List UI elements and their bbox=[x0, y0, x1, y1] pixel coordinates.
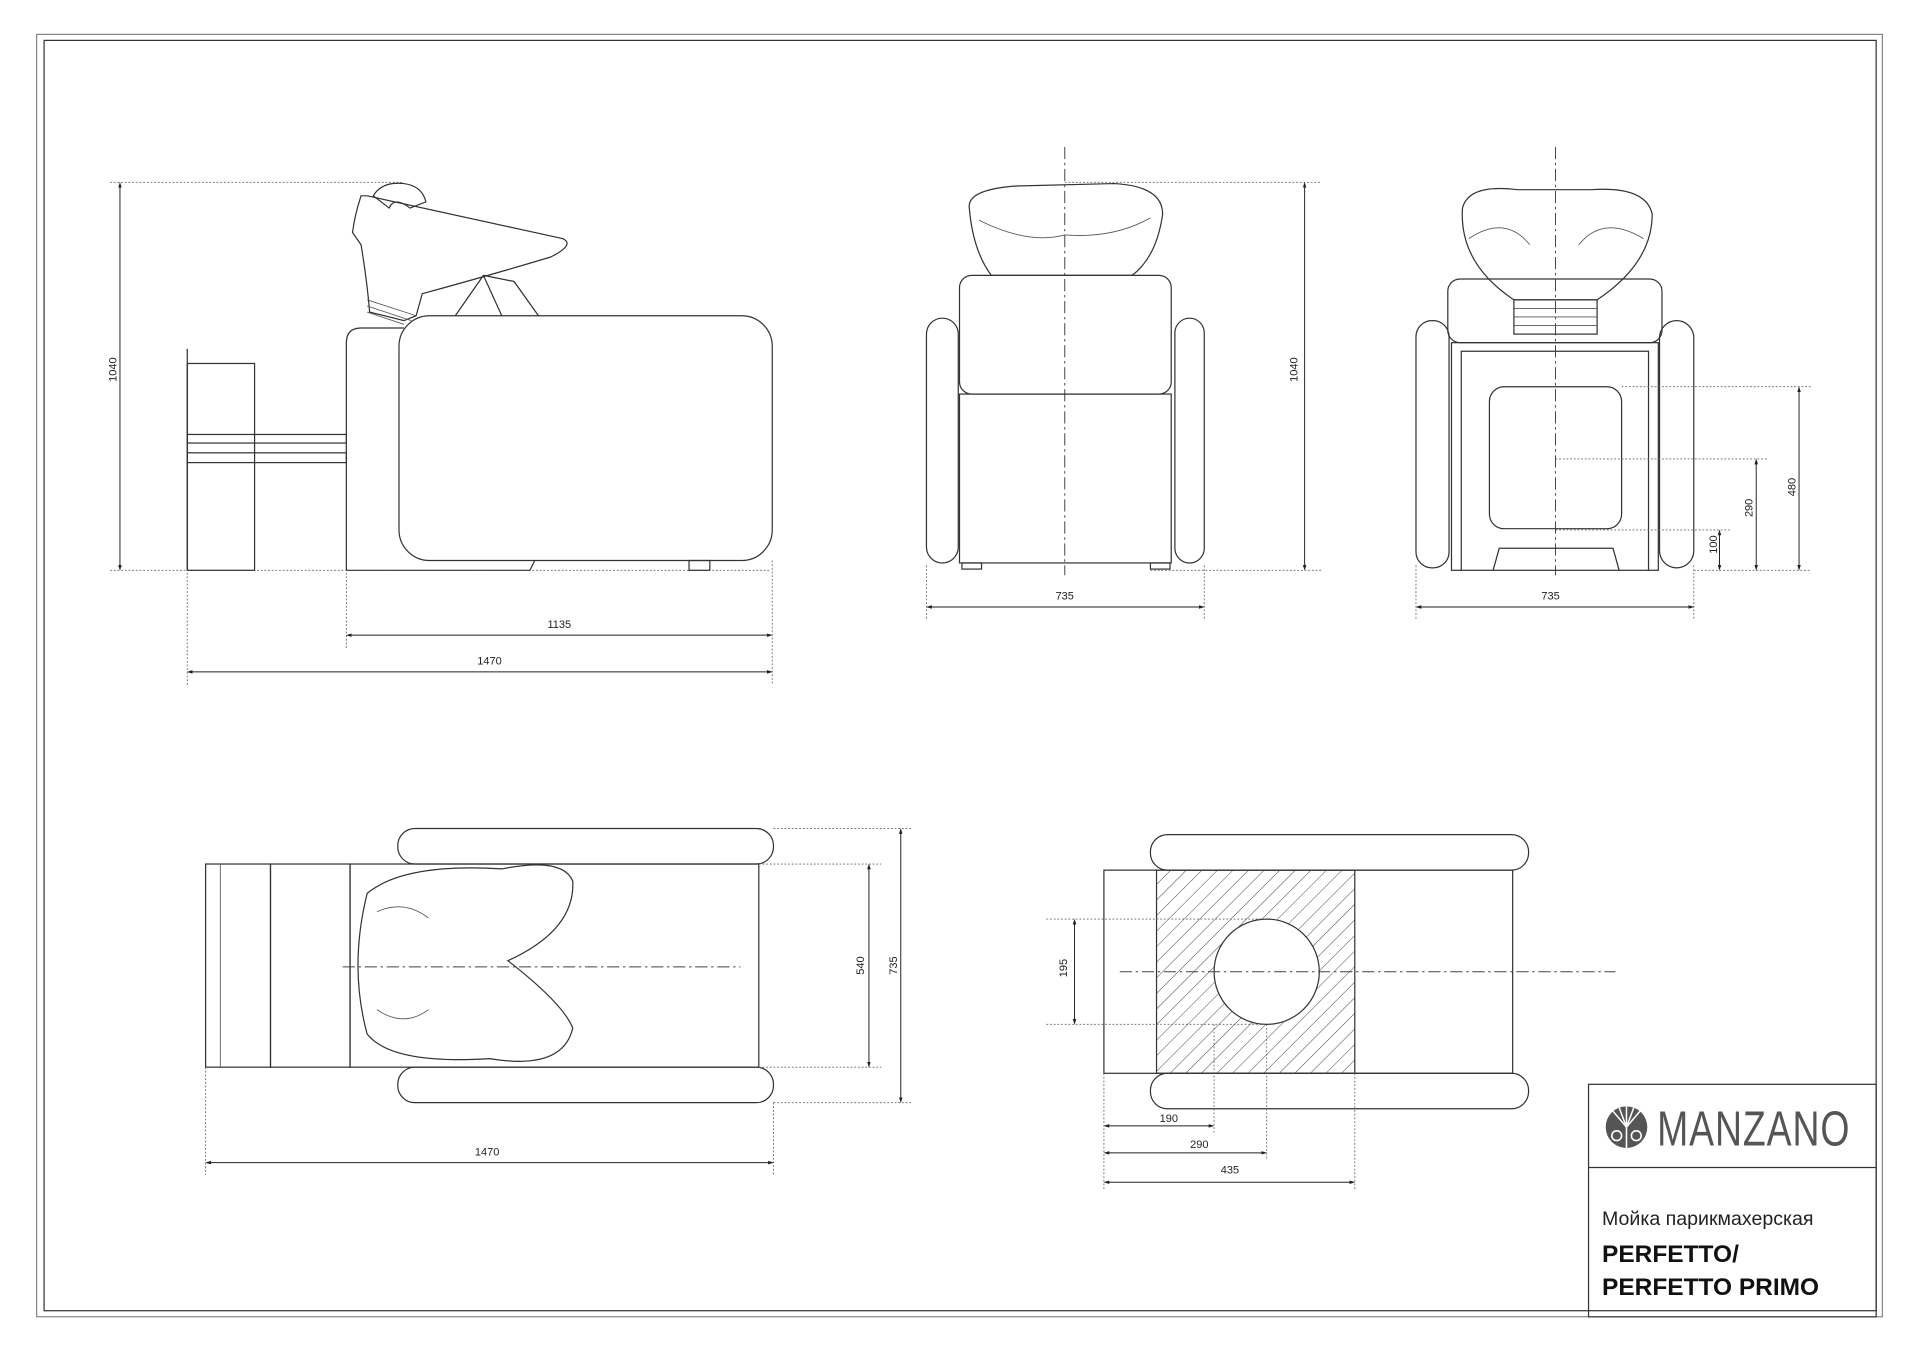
seat-top bbox=[349, 863, 760, 1068]
dim-195-label: 195 bbox=[1058, 959, 1070, 977]
dim-290-label: 290 bbox=[1744, 499, 1756, 517]
footrest-panel bbox=[186, 362, 256, 571]
front-height-label: 1040 bbox=[1288, 357, 1300, 381]
dim-480-label: 480 bbox=[1786, 478, 1798, 496]
product-title-line1: PERFETTO/ bbox=[1602, 1241, 1739, 1268]
back-width-label: 735 bbox=[1541, 591, 1559, 603]
inner-border bbox=[43, 39, 1877, 1312]
dim-435-label: 435 bbox=[1221, 1165, 1239, 1177]
top-outer-width-label: 735 bbox=[888, 956, 900, 974]
dim-290-floor-label: 290 bbox=[1190, 1139, 1208, 1151]
wash-bowl-front bbox=[968, 182, 1164, 276]
dim-100-label: 100 bbox=[1708, 535, 1720, 553]
back-access-panel bbox=[1488, 386, 1623, 530]
side-view: 1040 1135 1470 bbox=[107, 181, 773, 686]
wash-bowl-top bbox=[357, 864, 574, 1062]
product-subtitle: Мойка парикмахерская bbox=[1602, 1208, 1814, 1230]
backrest bbox=[958, 274, 1172, 395]
title-block: MANZANO Мойка парикмахерская PERFETTO/ P… bbox=[1587, 1083, 1877, 1318]
top-view: 540 735 1470 bbox=[205, 827, 913, 1175]
chair-body-front bbox=[958, 393, 1172, 564]
brand-name: MANZANO bbox=[1657, 1103, 1850, 1157]
armrest-left bbox=[925, 317, 959, 564]
floor-view: 195 190 290 435 bbox=[1046, 834, 1616, 1190]
armrest-right bbox=[1174, 317, 1205, 564]
outer-border bbox=[36, 33, 1883, 1318]
footrest-arm bbox=[186, 433, 347, 444]
dim-190-label: 190 bbox=[1160, 1113, 1178, 1125]
wash-bowl-side bbox=[351, 195, 568, 322]
front-width-label: 735 bbox=[1056, 591, 1074, 603]
product-title-line2: PERFETTO PRIMO bbox=[1602, 1274, 1819, 1301]
seat-cushion bbox=[398, 315, 773, 562]
back-view: 480 290 100 735 bbox=[1415, 146, 1812, 620]
side-total-length-label: 1470 bbox=[477, 656, 501, 668]
front-view: 1040 735 bbox=[925, 146, 1322, 620]
top-inner-width-label: 540 bbox=[855, 956, 867, 974]
top-length-label: 1470 bbox=[475, 1146, 499, 1158]
side-height-label: 1040 bbox=[107, 357, 119, 381]
chair-base bbox=[345, 327, 404, 571]
wash-bowl-back bbox=[1461, 187, 1653, 301]
manzano-logo-icon bbox=[1605, 1106, 1648, 1148]
chair-body-back bbox=[1450, 342, 1659, 571]
base-length-label: 1135 bbox=[547, 619, 571, 631]
